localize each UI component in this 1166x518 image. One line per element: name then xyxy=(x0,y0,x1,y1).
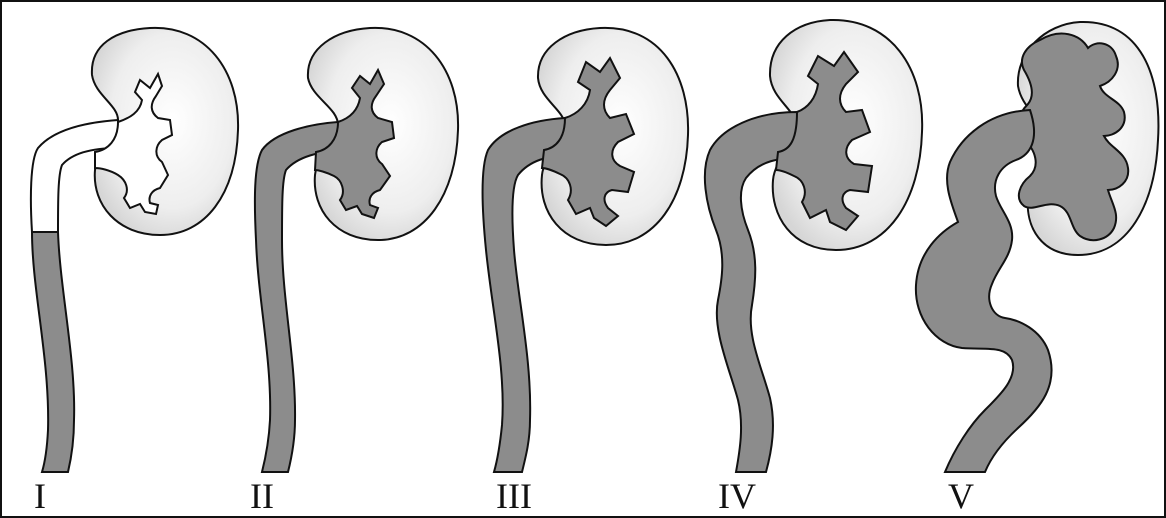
grade-1-label: I xyxy=(34,476,46,516)
grade-5-ureter xyxy=(916,110,1052,472)
grade-4-label: IV xyxy=(718,476,756,516)
grade-5-label: V xyxy=(948,476,974,516)
grade-5-drawing xyxy=(916,22,1159,472)
grade-1-drawing xyxy=(31,28,238,472)
grade-3-drawing xyxy=(483,28,689,472)
grade-4-drawing xyxy=(705,20,922,472)
grade-2-label: II xyxy=(250,476,274,516)
grade-1-ureter xyxy=(32,232,74,472)
grade-2-drawing xyxy=(255,28,458,472)
grade-3-label: III xyxy=(496,476,532,516)
